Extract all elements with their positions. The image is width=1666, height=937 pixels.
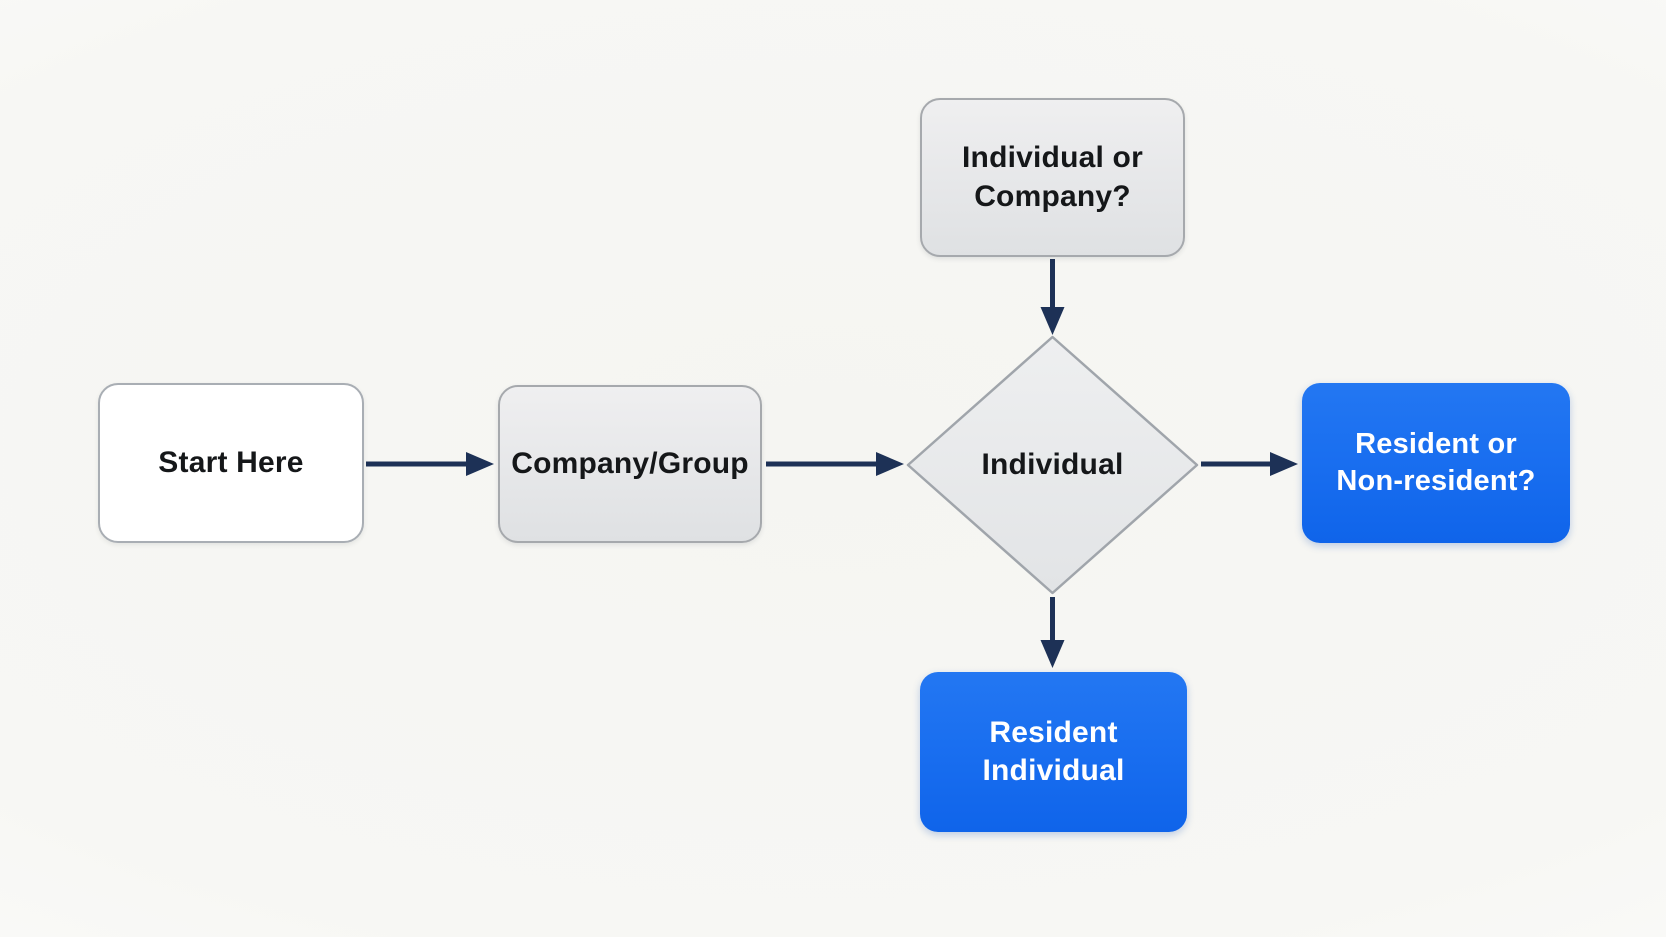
node-resident-or-nonresident: Resident or Non-resident?	[1302, 383, 1570, 543]
node-individual-decision-label: Individual	[981, 448, 1124, 481]
node-individual-or-company-label: Individual or Company?	[962, 141, 1143, 213]
node-resident-individual-label: Resident Individual	[982, 715, 1125, 787]
node-company-group: Company/Group	[498, 385, 762, 543]
node-start-here-label: Start Here	[158, 445, 304, 479]
node-individual-or-company: Individual or Company?	[920, 98, 1185, 257]
node-individual-decision: Individual	[908, 337, 1197, 593]
node-resident-individual: Resident Individual	[920, 672, 1187, 832]
node-company-group-label: Company/Group	[511, 446, 749, 480]
node-start-here: Start Here	[98, 383, 364, 543]
node-resident-or-nonresident-label: Resident or Non-resident?	[1336, 427, 1536, 497]
diamond-individual-shape	[906, 335, 1199, 595]
